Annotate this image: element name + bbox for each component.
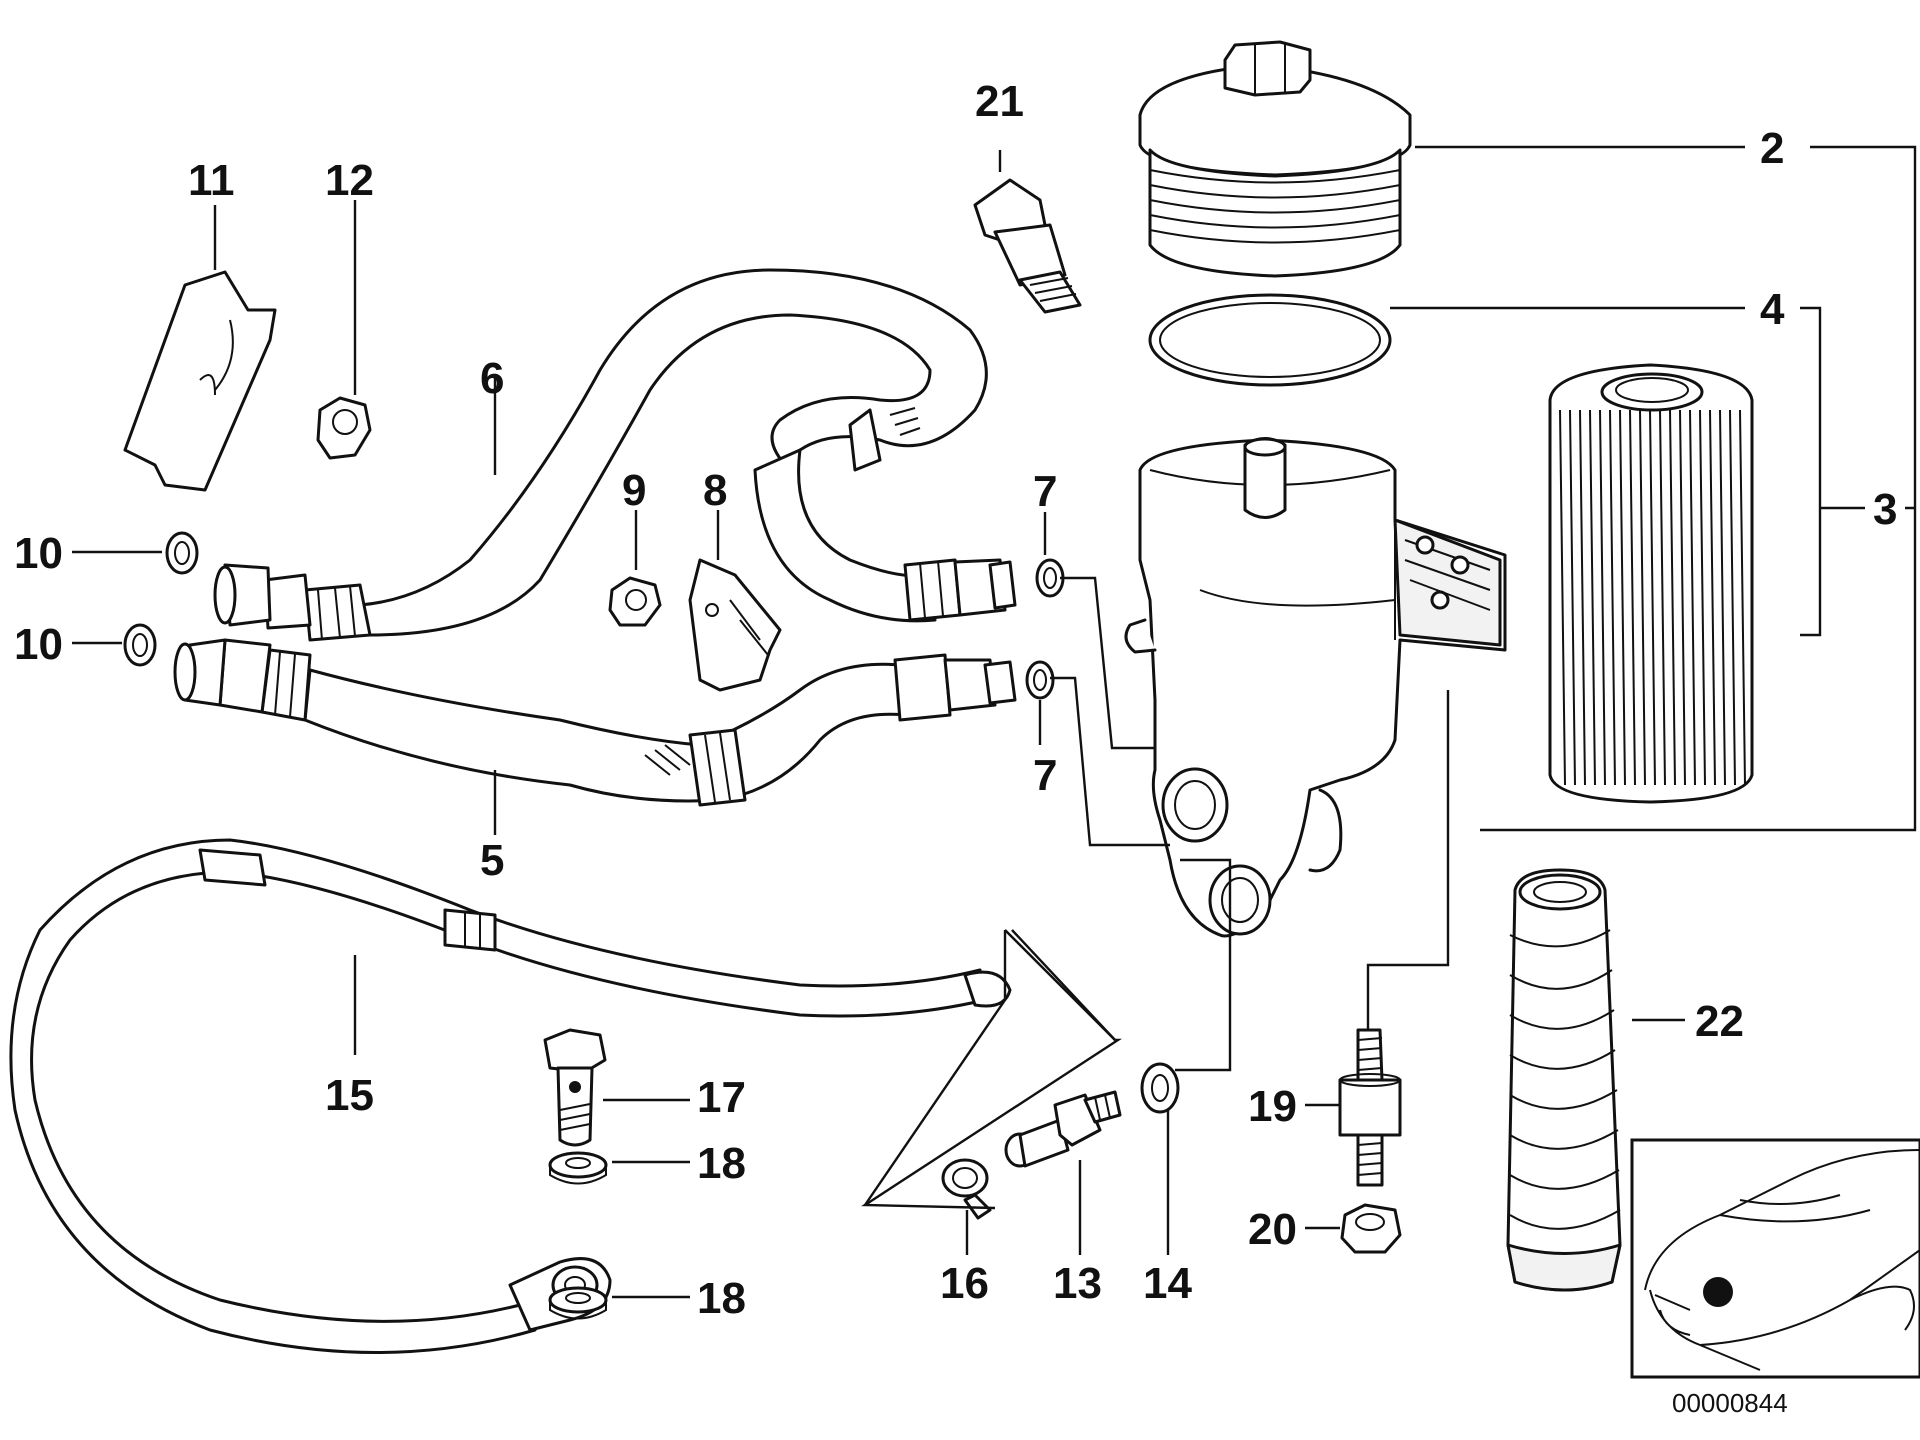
part-17-banjo-bolt[interactable] bbox=[543, 1028, 607, 1147]
callout-6: 6 bbox=[480, 354, 504, 403]
part-7-seal-ring-lower[interactable] bbox=[1025, 660, 1055, 700]
part-14-seal-ring[interactable] bbox=[1140, 1062, 1180, 1114]
part-6-upper-oil-cooler-hose[interactable] bbox=[213, 268, 1017, 642]
callout-21: 21 bbox=[975, 77, 1024, 126]
callout-11: 11 bbox=[188, 156, 235, 205]
part-4-o-ring[interactable] bbox=[1148, 293, 1392, 387]
leader-lines bbox=[72, 145, 1917, 1299]
callout-18-lower: 18 bbox=[697, 1274, 746, 1323]
part-12-hex-nut[interactable] bbox=[316, 396, 372, 460]
callout-7-lower: 7 bbox=[1033, 751, 1057, 800]
part-18-washer-upper[interactable] bbox=[548, 1151, 608, 1185]
part-15-oil-return-hose[interactable] bbox=[9, 838, 1012, 1354]
part-22-filter-pipe-insert[interactable] bbox=[1506, 868, 1622, 1292]
callout-12: 12 bbox=[325, 156, 374, 205]
callout-16: 16 bbox=[940, 1259, 989, 1308]
callout-20: 20 bbox=[1248, 1205, 1297, 1254]
callout-22: 22 bbox=[1695, 997, 1744, 1046]
part-21-oil-pressure-switch[interactable] bbox=[973, 178, 1082, 314]
callout-7-upper: 7 bbox=[1033, 467, 1057, 516]
oil-filter-housing[interactable] bbox=[1124, 437, 1507, 938]
callout-17: 17 bbox=[697, 1073, 746, 1122]
part-2-filter-cap[interactable] bbox=[1138, 40, 1412, 278]
callout-labels: 2 3 4 5 6 7 7 8 9 10 10 11 12 13 14 15 1… bbox=[14, 77, 1897, 1323]
callout-8: 8 bbox=[703, 466, 727, 515]
callout-15: 15 bbox=[325, 1071, 374, 1120]
catalog-number: 00000844 bbox=[1672, 1388, 1788, 1418]
part-20-flange-nut[interactable] bbox=[1340, 1203, 1402, 1254]
callout-10-lower: 10 bbox=[14, 620, 63, 669]
callout-10-upper: 10 bbox=[14, 529, 63, 578]
part-13-adapter-fitting[interactable] bbox=[1004, 1090, 1122, 1168]
part-11-hose-bracket[interactable] bbox=[123, 270, 277, 492]
part-8-bracket-plate[interactable] bbox=[688, 558, 782, 692]
callout-3: 3 bbox=[1873, 485, 1897, 534]
part-19-rubber-mount-stud[interactable] bbox=[1338, 1028, 1402, 1187]
part-16-hose-clamp[interactable] bbox=[941, 1158, 992, 1220]
part-7-seal-ring-upper[interactable] bbox=[1035, 558, 1065, 598]
callout-18-upper: 18 bbox=[697, 1139, 746, 1188]
callout-2: 2 bbox=[1760, 124, 1784, 173]
part-18-washer-lower[interactable] bbox=[548, 1286, 608, 1320]
callout-14: 14 bbox=[1143, 1259, 1192, 1308]
part-10-seal-ring-upper[interactable] bbox=[165, 531, 199, 575]
callout-4: 4 bbox=[1760, 285, 1785, 334]
part-10-seal-ring-lower[interactable] bbox=[123, 623, 157, 667]
part-3-filter-element[interactable] bbox=[1548, 363, 1754, 804]
part-9-hex-nut[interactable] bbox=[608, 576, 662, 627]
callout-5: 5 bbox=[480, 836, 504, 885]
part-5-lower-oil-cooler-hose[interactable] bbox=[173, 638, 1017, 807]
callout-13: 13 bbox=[1053, 1259, 1102, 1308]
callout-19: 19 bbox=[1248, 1082, 1297, 1131]
vehicle-locator-inset bbox=[1630, 1138, 1920, 1379]
callout-9: 9 bbox=[622, 466, 646, 515]
